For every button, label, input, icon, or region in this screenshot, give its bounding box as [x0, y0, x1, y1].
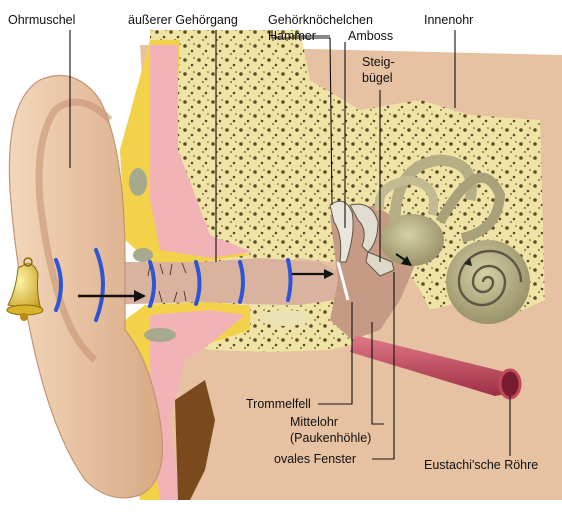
label-gehoerknoechelchen: Gehörknöchelchen: [268, 13, 373, 27]
semicircular-canal-lateral: [374, 175, 439, 217]
label-ovales-fenster: ovales Fenster: [274, 452, 356, 466]
bell-icon: [6, 257, 44, 321]
label-trommelfell: Trommelfell: [246, 397, 311, 411]
leader-gehoerknoechelchen: [271, 30, 333, 206]
semicircular-canal-posterior: [435, 172, 506, 243]
canal-tissue-lower: [150, 310, 245, 500]
cartilage-nodule: [144, 328, 176, 342]
canal-hairs: [147, 262, 187, 303]
ear-canal: [100, 258, 345, 305]
vestibule: [380, 214, 444, 266]
arrow-icon: [395, 253, 412, 266]
arrow-icon: [292, 269, 334, 279]
eustachian-tube-opening: [498, 368, 522, 400]
label-amboss: Amboss: [348, 29, 393, 43]
cochlea-arrow: [464, 258, 472, 266]
cartilage-nodule: [129, 168, 147, 196]
canal-tissue-upper: [150, 45, 252, 258]
label-steig: Steig-: [362, 55, 395, 69]
leader-ovales-fenster: [372, 272, 395, 460]
label-buegel: bügel: [362, 71, 393, 85]
eustachian-tube: [350, 335, 518, 396]
auricle-fold: [35, 98, 113, 363]
sound-wave-icon: [54, 248, 293, 322]
label-eustachische-roehre: Eustachi'sche Röhre: [424, 458, 538, 472]
label-ohrmuschel: Ohrmuschel: [8, 13, 75, 27]
cochlea-spiral: [457, 249, 523, 307]
label-mittelohr: Mittelohr: [290, 415, 338, 429]
temporal-bone: [150, 30, 545, 320]
label-paukenhoehle: (Paukenhöhle): [290, 431, 371, 445]
label-innenohr: Innenohr: [424, 13, 473, 27]
tympanic-membrane: [336, 261, 350, 301]
ossicle-hammer: [329, 200, 354, 263]
jaw-bone: [175, 380, 215, 500]
cartilage-nodule: [133, 248, 153, 262]
leader-mittelohr: [371, 322, 384, 425]
ossicle-stirrup: [365, 251, 395, 277]
label-aeusserer-gehoergang: äußerer Gehörgang: [128, 13, 238, 27]
leader-trommelfell: [318, 302, 353, 405]
ossicle-anvil: [349, 203, 379, 253]
leader-lines: [69, 30, 511, 460]
label-hammer: Hammer: [268, 29, 316, 43]
cartilage-nodule: [259, 310, 311, 326]
arrow-icon: [78, 290, 146, 302]
